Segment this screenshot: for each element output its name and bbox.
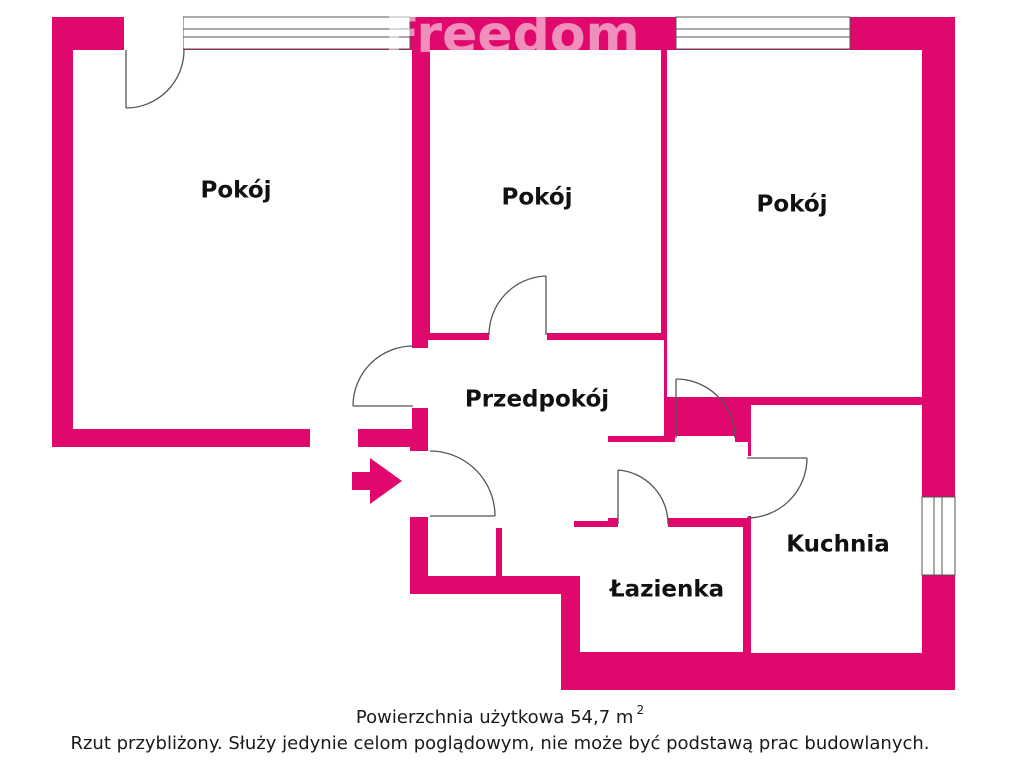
room-label-1: Pokój bbox=[200, 178, 271, 204]
floor-room-3 bbox=[667, 50, 922, 397]
room-label-hallway: Przedpokój bbox=[465, 387, 609, 413]
room-label-kitchen: Kuchnia bbox=[786, 532, 890, 558]
wall-kitchen-left bbox=[743, 518, 751, 654]
area-text: Powierzchnia użytkowa 54,7 m bbox=[355, 707, 634, 728]
windows bbox=[182, 16, 956, 576]
door-room-1 bbox=[125, 49, 185, 109]
area-unit-exponent: 2 bbox=[636, 703, 645, 717]
watermark: Freedom bbox=[384, 5, 640, 65]
floor-hallway-link bbox=[608, 442, 748, 518]
room-floors bbox=[73, 50, 922, 653]
room-label-bathroom: Łazienka bbox=[608, 577, 724, 603]
arrow-right-icon bbox=[352, 458, 402, 504]
door-openings bbox=[124, 17, 751, 527]
room-label-3: Pokój bbox=[756, 192, 827, 218]
disclaimer-caption: Rzut przybliżony. Służy jedynie celom po… bbox=[70, 733, 930, 754]
door-entrance bbox=[429, 450, 496, 517]
floor-hallway-lower bbox=[428, 436, 608, 576]
room-label-2: Pokój bbox=[501, 185, 572, 211]
door-bathroom bbox=[617, 469, 669, 525]
door-link bbox=[675, 378, 736, 439]
door-room-1-hallway bbox=[352, 345, 414, 407]
window-room-1 bbox=[182, 16, 411, 50]
window-kitchen bbox=[921, 496, 956, 576]
wall-hallway-closet bbox=[496, 528, 502, 576]
wall-hallway-right bbox=[608, 436, 664, 442]
doors bbox=[125, 49, 808, 525]
door-room-2 bbox=[488, 275, 547, 336]
floor-bathroom bbox=[580, 527, 743, 652]
window-room-2 bbox=[675, 16, 851, 50]
floor-kitchen bbox=[751, 405, 922, 653]
door-kitchen bbox=[746, 457, 808, 519]
floor-room-1 bbox=[73, 50, 412, 429]
floor-hallway bbox=[428, 340, 664, 436]
